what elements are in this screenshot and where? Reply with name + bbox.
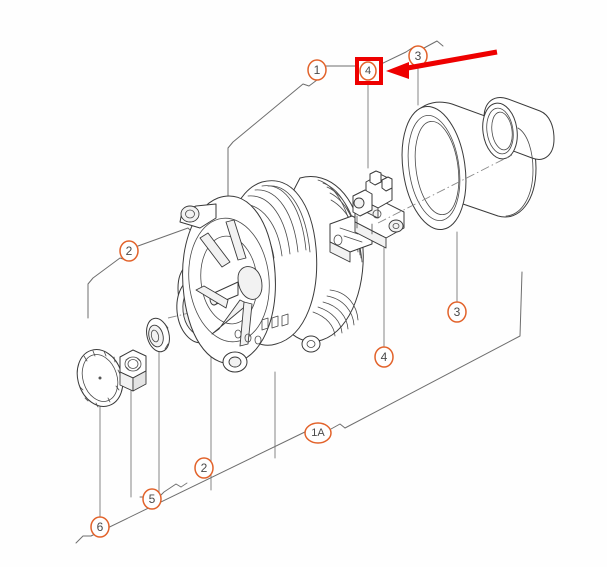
- part-hex-nut: [119, 349, 147, 392]
- callout-6-label: 6: [97, 520, 104, 534]
- callout-4-label: 4: [365, 65, 371, 77]
- callout-1a-label: 1A: [311, 427, 325, 439]
- callout-bubbles: 1 3 4 2 3: [90, 45, 467, 538]
- callout-1-label: 1: [314, 63, 321, 77]
- callout-4-bottom-label: 4: [381, 350, 388, 364]
- part-protective-cover: [377, 97, 555, 231]
- callout-4-highlighted[interactable]: 4: [355, 57, 383, 85]
- part-voltage-regulator: [352, 170, 405, 249]
- callout-1[interactable]: 1: [307, 59, 327, 81]
- callout-2-top[interactable]: 2: [119, 240, 139, 262]
- part-alternator-body: [179, 176, 373, 373]
- part-washer: [146, 317, 170, 353]
- callout-6[interactable]: 6: [90, 516, 110, 538]
- callout-2-bottom-label: 2: [201, 461, 208, 475]
- callout-3-top-label: 3: [415, 49, 422, 63]
- callout-5-label: 5: [149, 492, 156, 506]
- callout-2-top-label: 2: [126, 244, 133, 258]
- callout-3-right[interactable]: 3: [447, 301, 467, 323]
- callout-2-bottom[interactable]: 2: [194, 457, 214, 479]
- callout-5[interactable]: 5: [142, 488, 162, 510]
- callout-4-bottom[interactable]: 4: [374, 346, 394, 368]
- annotation-arrow: [386, 49, 498, 79]
- callout-3-right-label: 3: [454, 305, 461, 319]
- callout-1a[interactable]: 1A: [304, 422, 332, 444]
